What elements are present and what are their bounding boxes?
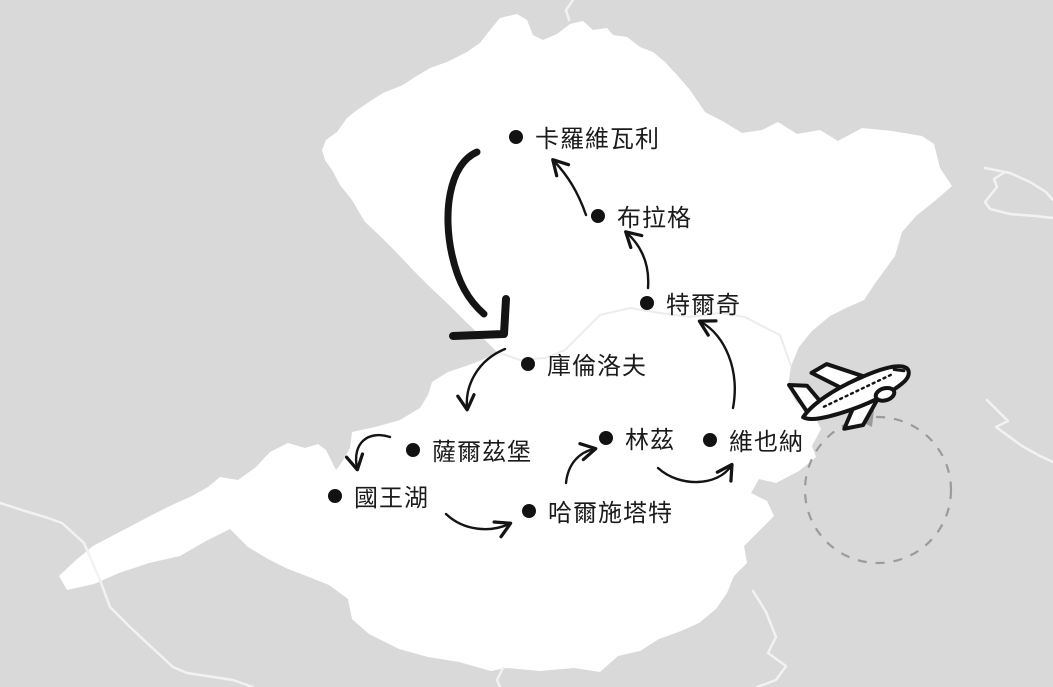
arrow-prague-to-karlovy-vary xyxy=(551,158,588,217)
city-marker-salzburg: 薩爾茲堡 xyxy=(406,432,532,467)
country-shape xyxy=(59,14,952,672)
city-label: 薩爾茲堡 xyxy=(432,439,532,466)
arrow-linz-to-vienna xyxy=(656,462,734,484)
city-dot xyxy=(599,430,613,445)
city-dot xyxy=(509,129,523,144)
city-label: 林茲 xyxy=(625,427,675,454)
city-dot xyxy=(703,432,717,447)
city-label: 國王湖 xyxy=(354,485,429,512)
city-dot xyxy=(522,503,536,518)
city-marker-cesky-krumlov: 庫倫洛夫 xyxy=(521,346,647,381)
arrow-telc-to-prague xyxy=(624,230,650,290)
city-marker-hallstatt: 哈爾施塔特 xyxy=(522,493,673,528)
city-marker-prague: 布拉格 xyxy=(591,198,692,233)
city-dot xyxy=(591,208,605,223)
city-dot xyxy=(406,442,420,457)
city-label: 卡羅維瓦利 xyxy=(535,126,660,153)
route-arrows xyxy=(344,158,736,539)
city-marker-karlovy-vary: 卡羅維瓦利 xyxy=(509,119,660,154)
city-label: 庫倫洛夫 xyxy=(547,353,647,380)
city-dot xyxy=(328,488,342,503)
arrow-krumlov-to-salzburg xyxy=(456,347,507,412)
city-label: 哈爾施塔特 xyxy=(548,500,673,527)
arrow-konigssee-to-hallstatt xyxy=(444,512,513,539)
arrow-salzburg-to-konigssee xyxy=(344,434,392,472)
city-marker-telc: 特爾奇 xyxy=(640,285,741,320)
internal-country-border xyxy=(496,307,792,367)
city-label: 布拉格 xyxy=(617,205,692,232)
arrow-karlovy-vary-to-krumlov-bold xyxy=(444,148,510,340)
city-marker-vienna: 維也納 xyxy=(703,422,804,457)
city-dot xyxy=(640,295,654,310)
city-dot xyxy=(521,356,535,371)
airplane-icon xyxy=(787,362,911,431)
city-marker-linz: 林茲 xyxy=(599,420,675,455)
city-marker-konigssee: 國王湖 xyxy=(328,478,429,513)
arrow-vienna-to-telc xyxy=(697,319,736,410)
arrow-hallstatt-to-linz xyxy=(564,442,598,485)
city-label: 維也納 xyxy=(729,429,804,456)
city-label: 特爾奇 xyxy=(666,292,741,319)
